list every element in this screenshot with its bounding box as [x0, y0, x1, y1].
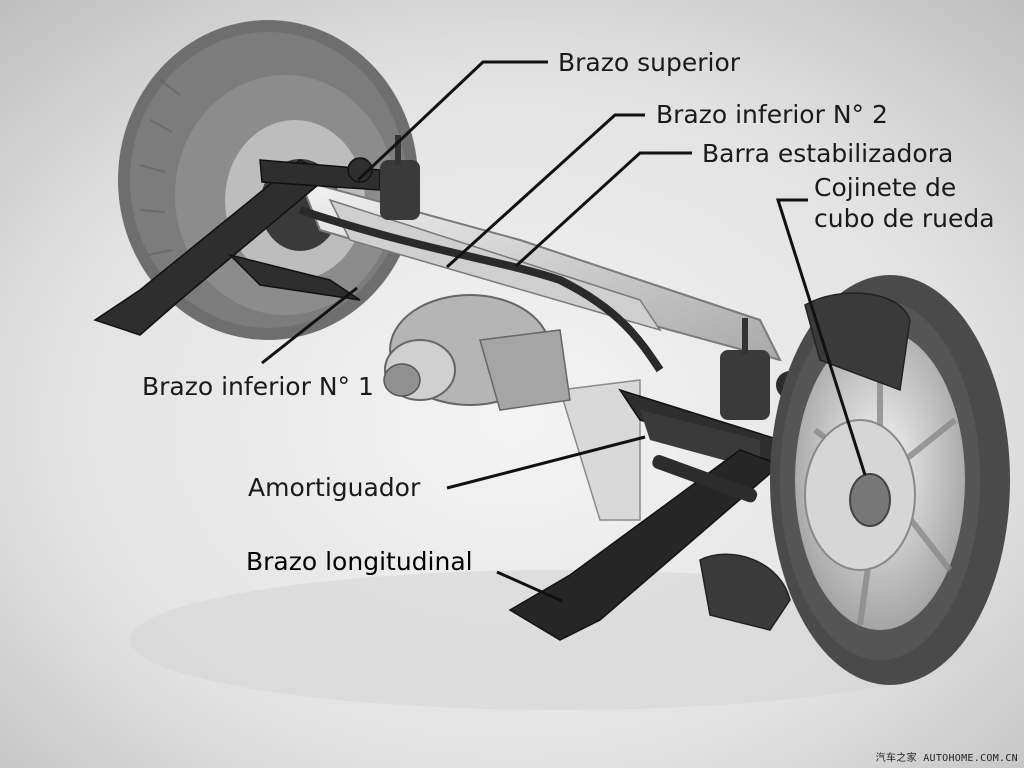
- left-arms: [93, 157, 381, 336]
- label-stabilizer-bar: Barra estabilizadora: [702, 139, 954, 168]
- watermark: 汽车之家 AUTOHOME.COM.CN: [875, 753, 1018, 764]
- label-hub-bearing: Cojinete de cubo de rueda: [814, 172, 995, 234]
- stabilizer-bar-shape: [298, 206, 664, 373]
- differential: [383, 294, 571, 411]
- label-hub-bearing-line1: Cojinete de: [814, 173, 957, 202]
- label-upper-arm: Brazo superior: [558, 48, 741, 77]
- leader-lower-arm-2: [445, 113, 645, 269]
- right-arms: [508, 318, 804, 641]
- label-lower-arm-1: Brazo inferior N° 1: [142, 372, 374, 401]
- leader-upper-arm: [356, 60, 548, 182]
- label-trailing-arm: Brazo longitudinal: [246, 547, 473, 576]
- leader-lower-arm-1: [261, 286, 358, 365]
- label-shock-absorber: Amortiguador: [248, 473, 421, 502]
- right-wheel: [699, 275, 1010, 685]
- leader-hub-bearing: [775, 198, 867, 476]
- leader-lines: [261, 60, 867, 603]
- leader-trailing-arm: [496, 570, 563, 603]
- leader-shock-absorber: [446, 435, 646, 490]
- label-lower-arm-2: Brazo inferior N° 2: [656, 100, 888, 129]
- label-hub-bearing-line2: cubo de rueda: [814, 204, 995, 233]
- leader-stabilizer-bar: [514, 151, 692, 268]
- left-spring: [380, 135, 420, 220]
